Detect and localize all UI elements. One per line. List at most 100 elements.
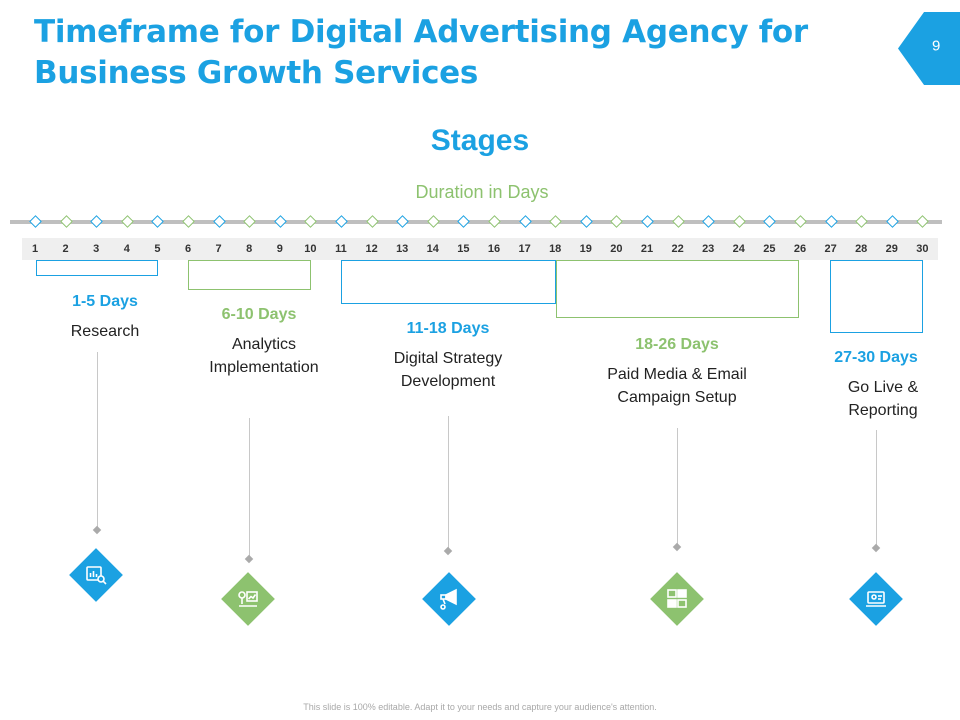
- day-number: 1: [31, 243, 39, 255]
- day-number: 8: [246, 243, 253, 255]
- timeline-marker: [794, 215, 807, 228]
- timeline-marker: [824, 215, 838, 228]
- media-campaign-icon: [667, 589, 687, 608]
- day-number: 3: [93, 243, 100, 255]
- day-number: 9: [276, 243, 283, 255]
- day-number: 4: [123, 243, 130, 255]
- day-number: 14: [426, 243, 439, 255]
- day-number: 16: [487, 243, 501, 255]
- timeline-marker: [610, 215, 624, 228]
- timeline-marker: [549, 215, 563, 228]
- stage-connector: [448, 416, 449, 550]
- day-number: 25: [763, 243, 776, 255]
- timeline-marker: [29, 215, 42, 228]
- day-number: 24: [732, 243, 745, 255]
- timeline-marker: [426, 215, 440, 228]
- timeline-marker: [120, 215, 134, 228]
- timeline-marker: [59, 215, 73, 228]
- footer-note: This slide is 100% editable. Adapt it to…: [303, 702, 657, 712]
- stage-description: Research: [70, 323, 140, 340]
- timeline-track: [10, 220, 942, 224]
- timeline-marker: [243, 215, 257, 228]
- stage-connector: [876, 430, 877, 546]
- timeline-marker: [90, 215, 104, 228]
- day-number: 22: [671, 243, 684, 255]
- stages-heading: Stages: [430, 124, 530, 157]
- timeline-marker: [916, 215, 930, 228]
- timeline-marker: [212, 215, 226, 228]
- timeline-marker: [763, 215, 777, 228]
- page-number: 9: [932, 37, 941, 55]
- page-number-badge: [898, 12, 960, 85]
- timeline-marker: [671, 215, 685, 228]
- stage-days-label: 6-10 Days: [221, 306, 297, 323]
- range-bracket-11-18: [341, 260, 556, 304]
- duration-subheading: Duration in Days: [415, 182, 549, 202]
- stage-description: Analytics Implementation: [209, 336, 319, 376]
- stage-description: Digital Strategy Development: [393, 350, 503, 390]
- timeline-marker: [151, 215, 165, 228]
- day-number: 15: [457, 243, 470, 255]
- day-number: 5: [154, 243, 161, 255]
- day-number: 23: [702, 243, 715, 255]
- timeline-marker: [488, 215, 501, 228]
- day-number: 30: [916, 243, 929, 255]
- timeline-marker: [518, 215, 532, 228]
- stage-connector-dot: [871, 543, 881, 553]
- stage-icon-tile: [650, 572, 704, 626]
- day-number: 28: [855, 243, 868, 255]
- stage-connector-dot: [244, 554, 254, 564]
- timeline-marker: [579, 215, 593, 228]
- day-number: 19: [579, 243, 592, 255]
- stage-icon-tile: [221, 572, 275, 626]
- timeline-marker: [365, 215, 379, 228]
- range-bracket-6-10: [188, 260, 311, 290]
- strategy-megaphone-icon: [440, 588, 457, 610]
- range-bracket-1-5: [36, 260, 158, 276]
- presentation-chart-icon: [238, 591, 258, 607]
- day-number: 13: [396, 243, 409, 255]
- timeline-marker: [335, 215, 348, 228]
- stage-description: Paid Media & Email Campaign Setup: [607, 366, 747, 406]
- timeline-marker: [732, 215, 746, 228]
- stage-days-label: 27-30 Days: [834, 349, 918, 366]
- day-number: 27: [824, 243, 837, 255]
- timeline-marker: [855, 215, 869, 228]
- stage-icon-tile: [69, 548, 123, 602]
- stage-description: Go Live & Reporting: [847, 379, 919, 419]
- stage-connector-dot: [672, 542, 682, 552]
- timeline-marker: [396, 215, 410, 228]
- timeline-marker: [885, 215, 899, 228]
- timeline-marker: [641, 215, 654, 228]
- range-bracket-18-26: [556, 260, 799, 318]
- stage-icon-tile: [849, 572, 903, 626]
- timeline-marker: [457, 215, 471, 228]
- stage-days-label: 11-18 Days: [406, 320, 490, 337]
- timeline-marker: [702, 215, 716, 228]
- timeline-marker: [304, 215, 318, 228]
- stage-connector: [677, 428, 678, 546]
- day-number: 10: [304, 243, 317, 255]
- range-bracket-27-30: [830, 260, 923, 333]
- laptop-report-icon: [866, 591, 886, 607]
- day-number: 21: [640, 243, 654, 255]
- analytics-search-icon: [86, 566, 107, 585]
- day-number: 26: [793, 243, 807, 255]
- day-number-strip: [22, 238, 938, 260]
- stage-days-label: 1-5 Days: [72, 293, 138, 310]
- day-number: 2: [62, 243, 69, 255]
- day-number: 6: [184, 243, 192, 255]
- stage-days-label: 18-26 Days: [635, 336, 719, 353]
- day-number: 7: [215, 243, 222, 255]
- timeline-marker: [273, 215, 287, 228]
- day-number: 18: [549, 243, 562, 255]
- day-number: 17: [518, 243, 531, 255]
- timeline-marker: [182, 215, 195, 228]
- stage-connector: [97, 352, 98, 528]
- stage-connector: [249, 418, 250, 558]
- slide-title: Timeframe for Digital Advertising Agency…: [34, 14, 808, 91]
- day-number: 20: [610, 243, 623, 255]
- stage-icon-tile: [422, 572, 476, 626]
- day-number: 11: [335, 243, 347, 255]
- day-number: 12: [365, 243, 378, 255]
